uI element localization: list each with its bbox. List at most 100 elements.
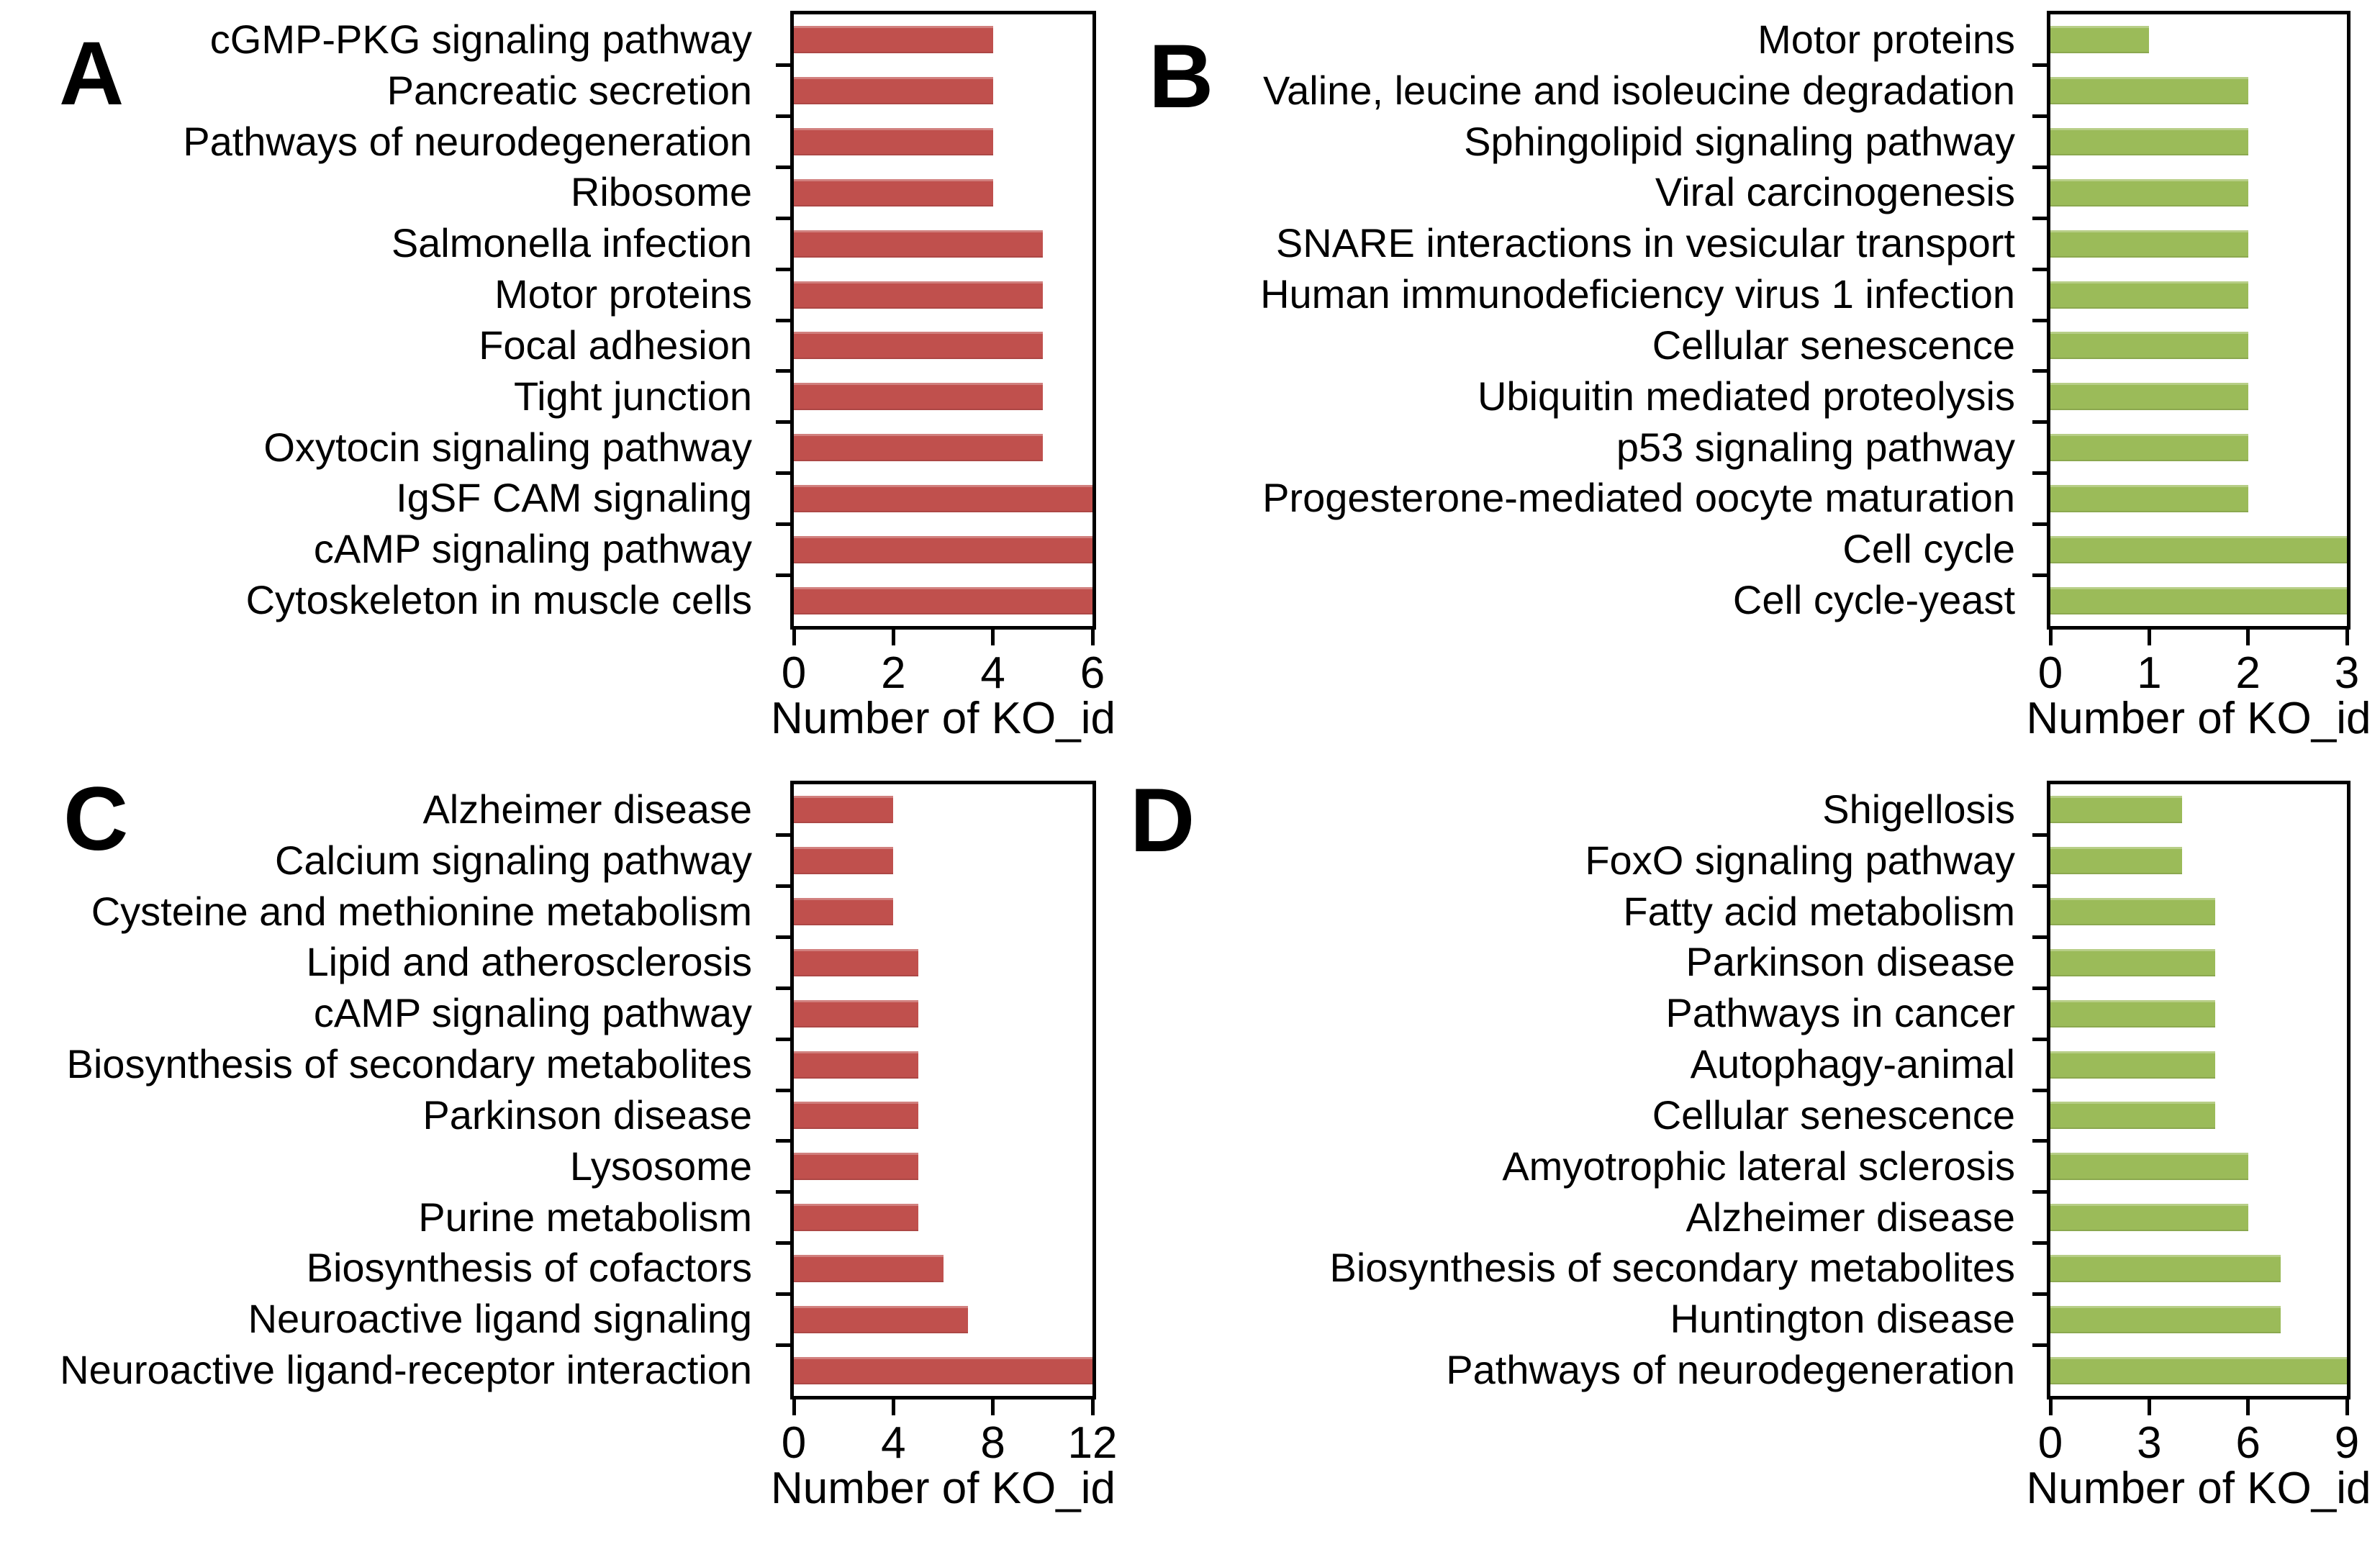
- category-label: Pancreatic secretion: [386, 67, 752, 113]
- bar: [2050, 1356, 2347, 1384]
- category-label: IgSF CAM signaling: [396, 475, 752, 521]
- bar: [2050, 178, 2248, 207]
- bar: [2050, 281, 2248, 309]
- x-tick-label: 8: [980, 1418, 1005, 1468]
- x-tick-label: 0: [781, 648, 807, 698]
- x-tick-label: 12: [1067, 1418, 1118, 1468]
- x-axis-title: Number of KO_id: [2026, 694, 2371, 743]
- bar: [794, 281, 1043, 309]
- y-tick: [2032, 1292, 2047, 1296]
- category-label: Calcium signaling pathway: [274, 837, 752, 883]
- category-label: Ubiquitin mediated proteolysis: [1477, 373, 2015, 419]
- y-tick: [2032, 114, 2047, 119]
- plot-frame: [790, 11, 1096, 630]
- bar: [2050, 586, 2347, 614]
- x-tick: [2345, 1399, 2349, 1415]
- y-tick: [776, 318, 790, 322]
- category-label: Parkinson disease: [1686, 939, 2015, 985]
- category-label: Viral carcinogenesis: [1655, 169, 2015, 215]
- bar: [2050, 999, 2215, 1027]
- category-label: Human immunodeficiency virus 1 infection: [1260, 271, 2015, 317]
- y-tick: [2032, 1241, 2047, 1245]
- category-label: Autophagy-animal: [1690, 1041, 2015, 1087]
- category-label: SNARE interactions in vesicular transpor…: [1275, 220, 2015, 266]
- y-tick: [776, 833, 790, 838]
- bar: [2050, 434, 2248, 462]
- x-tick-label: 9: [2334, 1418, 2360, 1468]
- x-tick: [2147, 630, 2151, 645]
- y-tick: [2032, 267, 2047, 271]
- x-tick: [1090, 1399, 1095, 1415]
- bar: [2050, 796, 2183, 824]
- y-tick: [2032, 420, 2047, 425]
- bar: [2050, 1254, 2281, 1282]
- panel-letter: B: [1149, 27, 1214, 127]
- x-tick-label: 3: [2137, 1418, 2162, 1468]
- bar: [794, 1153, 918, 1181]
- category-label: Cell cycle: [1842, 526, 2015, 572]
- bar: [794, 484, 1092, 512]
- bar: [794, 434, 1043, 462]
- category-label: Alzheimer disease: [422, 786, 752, 832]
- y-tick: [2032, 884, 2047, 889]
- category-label: Ribosome: [570, 169, 752, 215]
- category-label: Salmonella infection: [391, 220, 752, 266]
- x-tick: [2246, 1399, 2250, 1415]
- x-tick-label: 2: [2235, 648, 2261, 698]
- bar: [2050, 26, 2150, 54]
- bar: [2050, 898, 2215, 926]
- x-tick-label: 0: [781, 1418, 807, 1468]
- category-label: Biosynthesis of cofactors: [306, 1245, 752, 1291]
- y-tick: [2032, 522, 2047, 526]
- x-tick-label: 0: [2037, 1418, 2063, 1468]
- bar: [2050, 1305, 2281, 1333]
- y-tick: [776, 573, 790, 577]
- y-tick: [2032, 1190, 2047, 1194]
- x-axis-title: Number of KO_id: [2026, 1464, 2371, 1513]
- y-tick: [2032, 833, 2047, 838]
- category-label: p53 signaling pathway: [1616, 424, 2015, 470]
- bar: [794, 1102, 918, 1130]
- bar: [2050, 383, 2248, 411]
- category-label: Lipid and atherosclerosis: [306, 939, 752, 985]
- category-label: Oxytocin signaling pathway: [263, 424, 752, 470]
- panel-letter: C: [63, 769, 129, 869]
- panel-letter: D: [1130, 771, 1195, 871]
- y-tick: [776, 1088, 790, 1092]
- category-label: Focal adhesion: [479, 322, 752, 368]
- category-label: Pathways of neurodegeneration: [183, 118, 752, 164]
- bar: [794, 26, 993, 54]
- bars-layer: [2050, 14, 2347, 626]
- y-tick: [776, 1241, 790, 1245]
- bar: [794, 948, 918, 976]
- x-tick: [891, 1399, 895, 1415]
- y-tick: [2032, 63, 2047, 68]
- bar: [794, 1356, 1092, 1384]
- bar: [794, 1051, 918, 1079]
- bar: [794, 77, 993, 105]
- category-label: Huntington disease: [1670, 1296, 2015, 1342]
- y-tick: [776, 1190, 790, 1194]
- y-tick: [776, 522, 790, 526]
- category-label: Alzheimer disease: [1686, 1194, 2015, 1240]
- bar: [794, 178, 993, 207]
- y-tick: [776, 1343, 790, 1347]
- category-label: Biosynthesis of secondary metabolites: [66, 1041, 753, 1087]
- plot-frame: [790, 781, 1096, 1399]
- y-tick: [2032, 573, 2047, 577]
- bar: [2050, 484, 2248, 512]
- x-tick-label: 0: [2037, 648, 2063, 698]
- plot-box: [2032, 11, 2350, 630]
- y-tick: [2032, 216, 2047, 220]
- plot-box: [776, 781, 1096, 1399]
- x-tick-label: 1: [2137, 648, 2162, 698]
- bar: [2050, 535, 2347, 563]
